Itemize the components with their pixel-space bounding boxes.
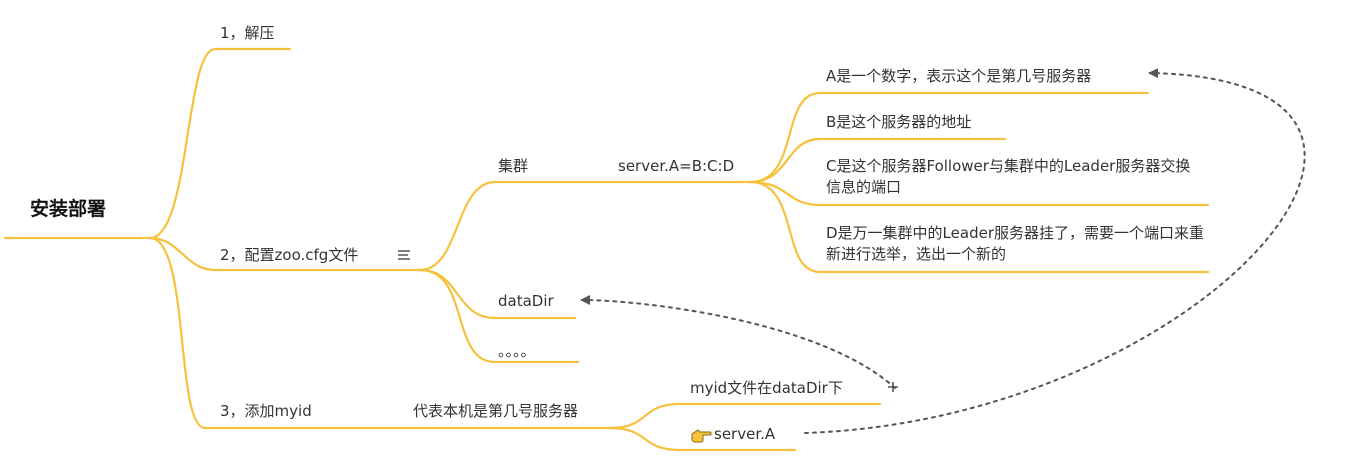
dashed-link-servera-to-a xyxy=(804,68,1306,434)
node-d-desc[interactable]: D是万一集群中的Leader服务器挂了，需要一个端口来重新进行选举，选出一个新的 xyxy=(826,224,1204,263)
node-config[interactable]: 2，配置zoo.cfg文件 xyxy=(220,246,359,264)
node-cluster[interactable]: 集群 xyxy=(498,157,529,175)
node-server-a[interactable]: server.A xyxy=(690,423,775,445)
server-a-label: server.A xyxy=(714,425,776,443)
edge-root-config xyxy=(148,236,422,272)
edge-myid-servera xyxy=(608,426,797,452)
edge-server-a xyxy=(748,91,1150,184)
node-ellipsis[interactable]: 。。。。 xyxy=(498,342,536,360)
pointing-hand-icon xyxy=(691,428,712,442)
node-myid[interactable]: 3，添加myid xyxy=(220,402,312,420)
edge-myid-file xyxy=(608,402,882,430)
edge-server-d xyxy=(748,180,1210,274)
edge-config-ellipsis xyxy=(418,268,580,364)
dashed-link-myidfile-to-datadir xyxy=(580,295,896,389)
node-a-desc[interactable]: A是一个数字，表示这个是第几号服务器 xyxy=(826,67,1092,85)
root-node[interactable]: 安装部署 xyxy=(30,198,107,220)
node-myid-desc[interactable]: 代表本机是第几号服务器 xyxy=(413,402,579,420)
notes-icon[interactable] xyxy=(396,247,412,263)
edge-root-myid xyxy=(148,236,612,430)
node-server-format[interactable]: server.A=B:C:D xyxy=(618,157,735,175)
link-start-mark xyxy=(888,382,898,392)
edge-root-unzip xyxy=(148,47,292,240)
edge-server-c xyxy=(748,180,1210,207)
edge-server-b xyxy=(748,137,1007,184)
node-c-desc[interactable]: C是这个服务器Follower与集群中的Leader服务器交换信息的端口 xyxy=(826,157,1191,196)
node-datadir[interactable]: dataDir xyxy=(498,292,554,310)
node-b-desc[interactable]: B是这个服务器的地址 xyxy=(826,113,972,131)
node-unzip[interactable]: 1，解压 xyxy=(220,24,275,42)
node-myid-file[interactable]: myid文件在dataDir下 xyxy=(690,379,843,397)
edge-config-cluster xyxy=(418,180,752,272)
